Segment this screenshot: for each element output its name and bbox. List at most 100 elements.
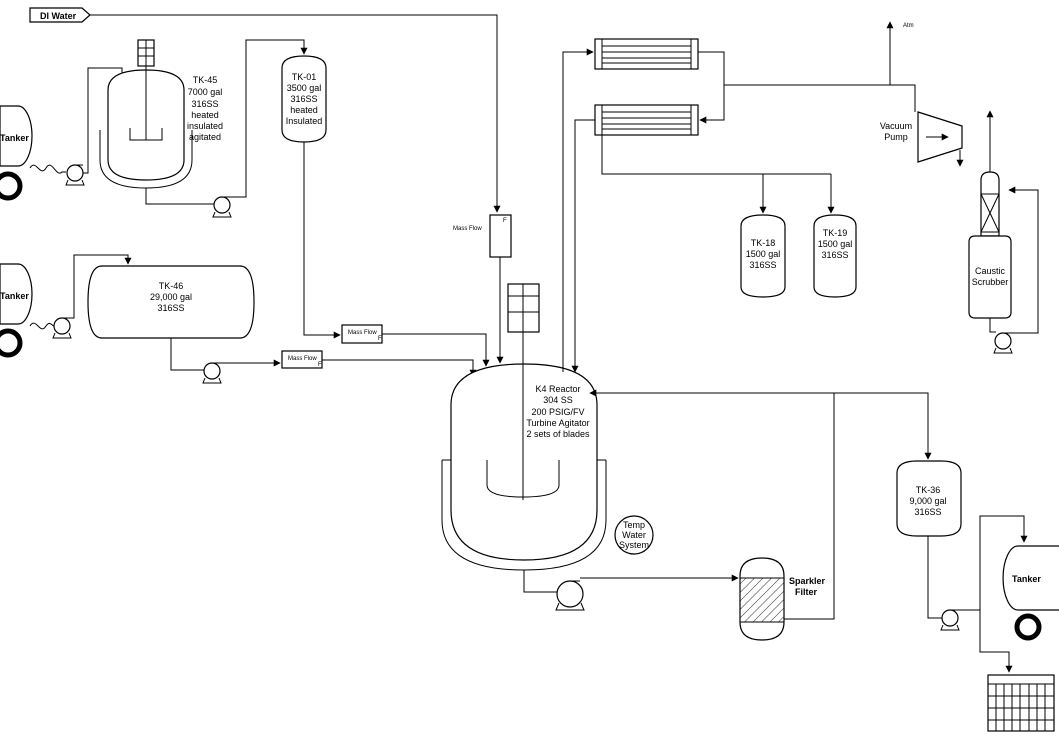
- svg-text:1500 gal: 1500 gal: [746, 249, 781, 259]
- svg-text:304 SS: 304 SS: [543, 395, 573, 405]
- svg-text:1500 gal: 1500 gal: [818, 239, 853, 249]
- line-massflow2-to-reactor: [322, 359, 477, 377]
- svg-text:316SS: 316SS: [290, 94, 317, 104]
- tanker-left-top: Tanker: [0, 105, 33, 201]
- line-condenser-return-to-reactor: [571, 119, 595, 373]
- svg-text:316SS: 316SS: [749, 260, 776, 270]
- svg-text:Mass Flow: Mass Flow: [288, 356, 317, 362]
- line-condenser-to-vacuum: [724, 84, 916, 112]
- pump-tk36-out: [940, 609, 960, 631]
- line-tk46-out: [170, 338, 204, 371]
- condenser-lower: [594, 104, 699, 136]
- svg-text:F: F: [378, 336, 382, 342]
- svg-text:System: System: [619, 540, 649, 550]
- svg-text:Filter: Filter: [795, 587, 818, 597]
- tanker-right-bottom: Tanker: [1002, 545, 1059, 641]
- svg-text:F: F: [503, 218, 507, 224]
- svg-text:agitated: agitated: [189, 132, 221, 142]
- svg-text:3500 gal: 3500 gal: [287, 83, 322, 93]
- tank-tk36: TK-36 9,000 gal 316SS: [896, 460, 962, 537]
- svg-text:316SS: 316SS: [191, 99, 218, 109]
- atm-label: Atm: [903, 23, 914, 29]
- svg-text:F: F: [318, 362, 322, 368]
- svg-text:Insulated: Insulated: [286, 116, 323, 126]
- pump-tk45-in: [65, 164, 85, 186]
- line-condensate-header: [601, 135, 831, 175]
- sparkler-filter-label: Sparkler Filter: [789, 576, 826, 597]
- line-tk01-to-massflow: [303, 142, 341, 339]
- svg-text:heated: heated: [290, 105, 318, 115]
- tank-tk19: TK-19 1500 gal 316SS: [813, 214, 857, 298]
- pump-scrubber: [993, 332, 1013, 354]
- line-tk45-out: [145, 188, 214, 205]
- svg-text:Water: Water: [622, 530, 646, 540]
- tk45-label: TK-45 7000 gal 316SS heated insulated ag…: [187, 75, 223, 142]
- condenser-upper: [594, 38, 699, 70]
- svg-text:7000 gal: 7000 gal: [188, 87, 223, 97]
- mass-flow-meter-di-water: F: [489, 214, 512, 258]
- temp-water-system: Temp Water System: [614, 515, 654, 555]
- pump-tk45-out: [212, 196, 232, 218]
- line-scrubber-bottom: [989, 318, 996, 333]
- reactor-k4-label: K4 Reactor 304 SS 200 PSIG/FV Turbine Ag…: [526, 384, 590, 439]
- mass-flow-meter-tk01: Mass Flow F: [341, 324, 383, 344]
- svg-text:TK-36: TK-36: [916, 485, 941, 495]
- line-tanker-to-tk45: [83, 67, 126, 174]
- tanker-left-top-wheel: [0, 171, 23, 201]
- svg-text:316SS: 316SS: [157, 303, 184, 313]
- tank-tk46: TK-46 29,000 gal 316SS: [87, 265, 255, 339]
- line-scrubber-recirc: [1008, 186, 1039, 334]
- svg-text:heated: heated: [191, 110, 219, 120]
- vacuum-pump-label: Vacuum Pump: [880, 121, 912, 142]
- vacuum-pump: [917, 111, 963, 163]
- reactor-k4: [441, 283, 607, 571]
- svg-text:Caustic: Caustic: [975, 266, 1006, 276]
- pump-reactor-out: [555, 580, 585, 611]
- tank-tk18: TK-18 1500 gal 316SS: [740, 214, 786, 298]
- tanker-left-top-label: Tanker: [0, 133, 29, 143]
- svg-text:29,000 gal: 29,000 gal: [150, 292, 192, 302]
- svg-text:TK-45: TK-45: [193, 75, 218, 85]
- svg-text:200 PSIG/FV: 200 PSIG/FV: [531, 407, 584, 417]
- mass-flow-di-label: Mass Flow: [453, 226, 482, 232]
- tanker-right-bottom-label: Tanker: [1012, 574, 1041, 584]
- svg-text:Mass Flow: Mass Flow: [348, 330, 377, 336]
- line-filter-return-to-reactor: [589, 389, 835, 620]
- line-massflow1-to-reactor: [382, 333, 490, 367]
- tanker-right-bottom-wheel: [1014, 613, 1042, 641]
- svg-text:TK-18: TK-18: [751, 238, 776, 248]
- svg-text:insulated: insulated: [187, 121, 223, 131]
- sparkler-filter: [739, 557, 785, 641]
- tank-tk45: [99, 39, 193, 189]
- di-water-label: DI Water: [40, 11, 77, 21]
- svg-text:Scrubber: Scrubber: [972, 277, 1009, 287]
- line-tk36-to-totes: [979, 610, 1013, 673]
- tote-rack: [987, 674, 1055, 732]
- svg-text:TK-01: TK-01: [292, 72, 317, 82]
- svg-text:TK-19: TK-19: [823, 228, 848, 238]
- tanker-left-mid-label: Tanker: [0, 291, 29, 301]
- line-tk45-to-tk01: [230, 39, 308, 198]
- svg-text:Vacuum: Vacuum: [880, 121, 912, 131]
- svg-text:Pump: Pump: [884, 132, 908, 142]
- svg-text:2 sets of blades: 2 sets of blades: [526, 429, 590, 439]
- svg-text:316SS: 316SS: [821, 250, 848, 260]
- tanker-hose-top: [29, 164, 66, 174]
- tanker-hose-mid: [29, 322, 55, 330]
- line-to-tk36: [834, 392, 932, 460]
- di-water-line: [90, 14, 501, 213]
- svg-text:Sparkler: Sparkler: [789, 576, 826, 586]
- svg-text:Turbine Agitator: Turbine Agitator: [526, 418, 589, 428]
- pump-tk46-out: [202, 362, 222, 384]
- di-water-offpage-connector: DI Water: [29, 7, 91, 23]
- line-condenser-upper-to-lower: [698, 51, 725, 124]
- svg-text:9,000 gal: 9,000 gal: [909, 496, 946, 506]
- line-tk36-to-tanker: [979, 515, 1028, 610]
- svg-text:K4 Reactor: K4 Reactor: [535, 384, 580, 394]
- svg-text:Temp: Temp: [623, 520, 645, 530]
- line-reactor-vapor-to-condenser: [562, 48, 594, 372]
- caustic-scrubber: [968, 171, 1012, 319]
- line-reactor-bottom: [523, 570, 560, 593]
- tanker-left-mid: Tanker: [0, 263, 33, 358]
